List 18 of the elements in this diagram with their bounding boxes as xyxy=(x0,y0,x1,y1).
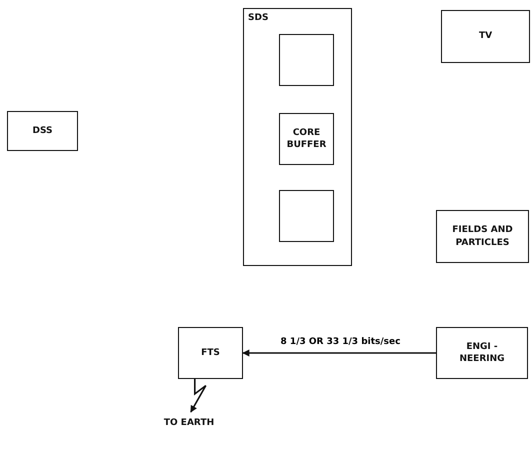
subsystem-box xyxy=(436,327,528,379)
node-label: FIELDS AND PARTICLES xyxy=(451,224,514,249)
node-label: ENGI - NEERING xyxy=(458,340,506,366)
node-label: TO EARTH xyxy=(162,416,216,430)
subsystem-box xyxy=(178,327,243,379)
subsystem-container xyxy=(243,8,352,266)
edge-label: 8 1/3 OR 33 1/3 bits/sec xyxy=(280,337,402,347)
node-label: TV xyxy=(478,30,494,43)
container-title: SDS xyxy=(247,12,270,25)
subsystem-box xyxy=(436,210,529,263)
empty-box xyxy=(279,34,334,86)
node-label: DSS xyxy=(31,124,54,138)
empty-box xyxy=(279,190,334,242)
subsystem-box xyxy=(7,111,78,151)
node-label: FTS xyxy=(200,346,221,360)
subsystem-box xyxy=(441,10,530,63)
subsystem-box xyxy=(279,113,334,165)
node-label: CORE BUFFER xyxy=(286,126,328,152)
